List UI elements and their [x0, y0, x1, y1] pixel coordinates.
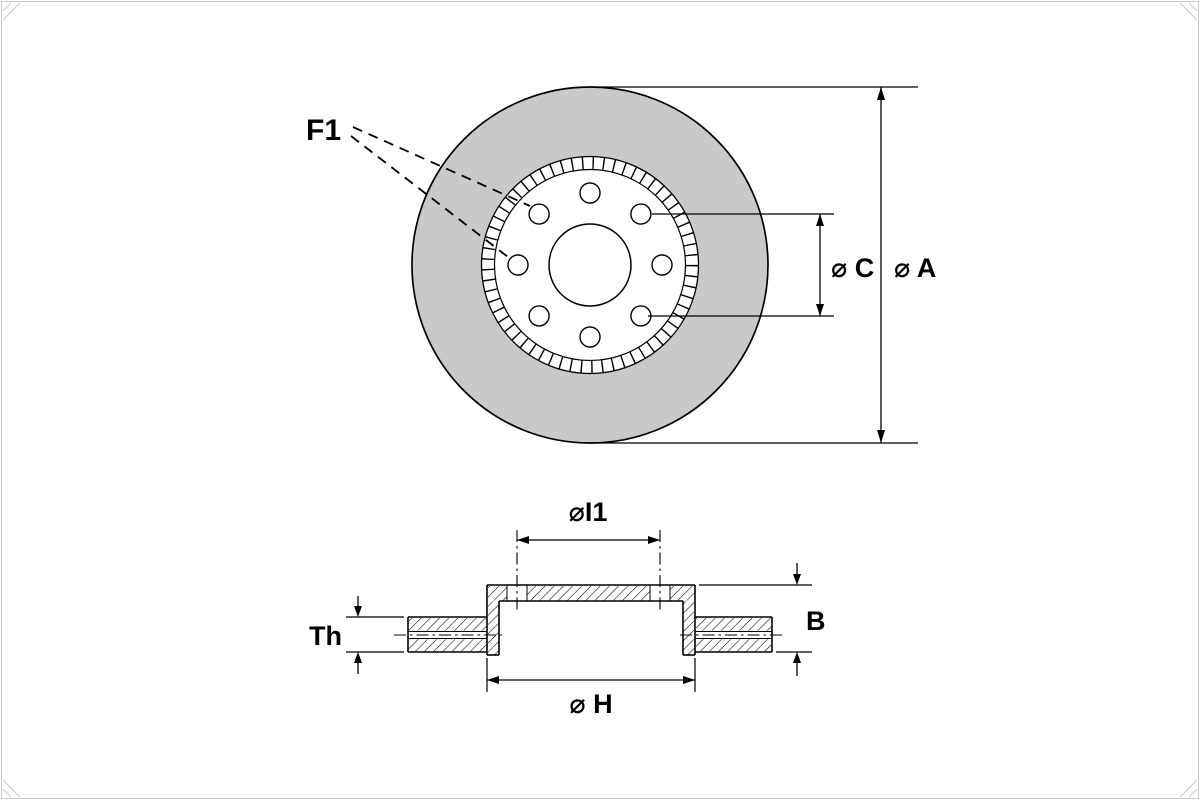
dim-th-arrow-bottom — [354, 652, 362, 663]
dim-i1-arrow-left — [517, 536, 529, 544]
dim-h-arrow-left — [487, 676, 499, 684]
frame-corner-topright — [1179, 2, 1198, 21]
bolt-hole — [507, 254, 529, 276]
hat-section — [486, 530, 696, 656]
label-dia-h: ⌀ H — [569, 689, 612, 719]
slab-hatch — [696, 618, 771, 631]
bolt-hole — [651, 254, 673, 276]
f1-callout: F1 — [306, 114, 531, 258]
section-view — [394, 530, 786, 656]
f1-leader-line — [352, 126, 531, 207]
dim-a-arrow-bottom — [877, 430, 885, 443]
bolt-hole — [528, 305, 550, 327]
slab-hatch — [409, 639, 487, 652]
dim-c-arrow-bottom — [816, 304, 824, 316]
dim-c-arrow-top — [816, 214, 824, 226]
hat-plate-hatch — [527, 586, 650, 601]
dim-i1-arrow-right — [648, 536, 660, 544]
dimension-b: B — [699, 563, 826, 676]
label-th: Th — [309, 621, 342, 651]
dimension-i1: ⌀I1 — [517, 497, 660, 544]
slab-hatch — [696, 639, 771, 652]
knurl-tick-ring — [481, 156, 699, 374]
bolt-hole — [528, 203, 550, 225]
bolt-hole — [630, 203, 652, 225]
dimension-a: ⌀ A — [591, 86, 936, 444]
frame-corner-bottomright — [1179, 779, 1198, 798]
bolt-hole — [630, 305, 652, 327]
label-dia-a: ⌀ A — [894, 253, 936, 283]
dim-th-arrow-top — [354, 606, 362, 617]
hat-plate-hatch — [670, 586, 695, 601]
dim-b-arrow-bottom — [793, 652, 801, 663]
label-b: B — [806, 606, 826, 636]
label-dia-i1: ⌀I1 — [569, 497, 608, 527]
bolt-hole — [579, 182, 601, 204]
dim-h-arrow-right — [683, 676, 695, 684]
slab-hatch — [409, 618, 487, 631]
dim-b-arrow-top — [793, 574, 801, 585]
friction-slab-left — [394, 616, 502, 653]
friction-slab-right — [680, 616, 786, 653]
label-f1: F1 — [306, 114, 341, 147]
center-bore — [548, 223, 632, 307]
hat-wall-hatch — [488, 601, 499, 655]
dim-a-arrow-top — [877, 87, 885, 100]
frame-corner-bottomleft — [2, 779, 21, 798]
hat-plate-hatch — [488, 586, 507, 601]
dimension-th: Th — [309, 596, 404, 674]
front-view — [411, 86, 769, 444]
dimension-c: ⌀ C — [648, 213, 874, 317]
hat-wall-hatch — [683, 601, 694, 655]
bolt-hole — [579, 326, 601, 348]
dimension-h: ⌀ H — [486, 658, 696, 719]
label-dia-c: ⌀ C — [831, 253, 874, 283]
frame-corner-topleft — [2, 2, 21, 21]
